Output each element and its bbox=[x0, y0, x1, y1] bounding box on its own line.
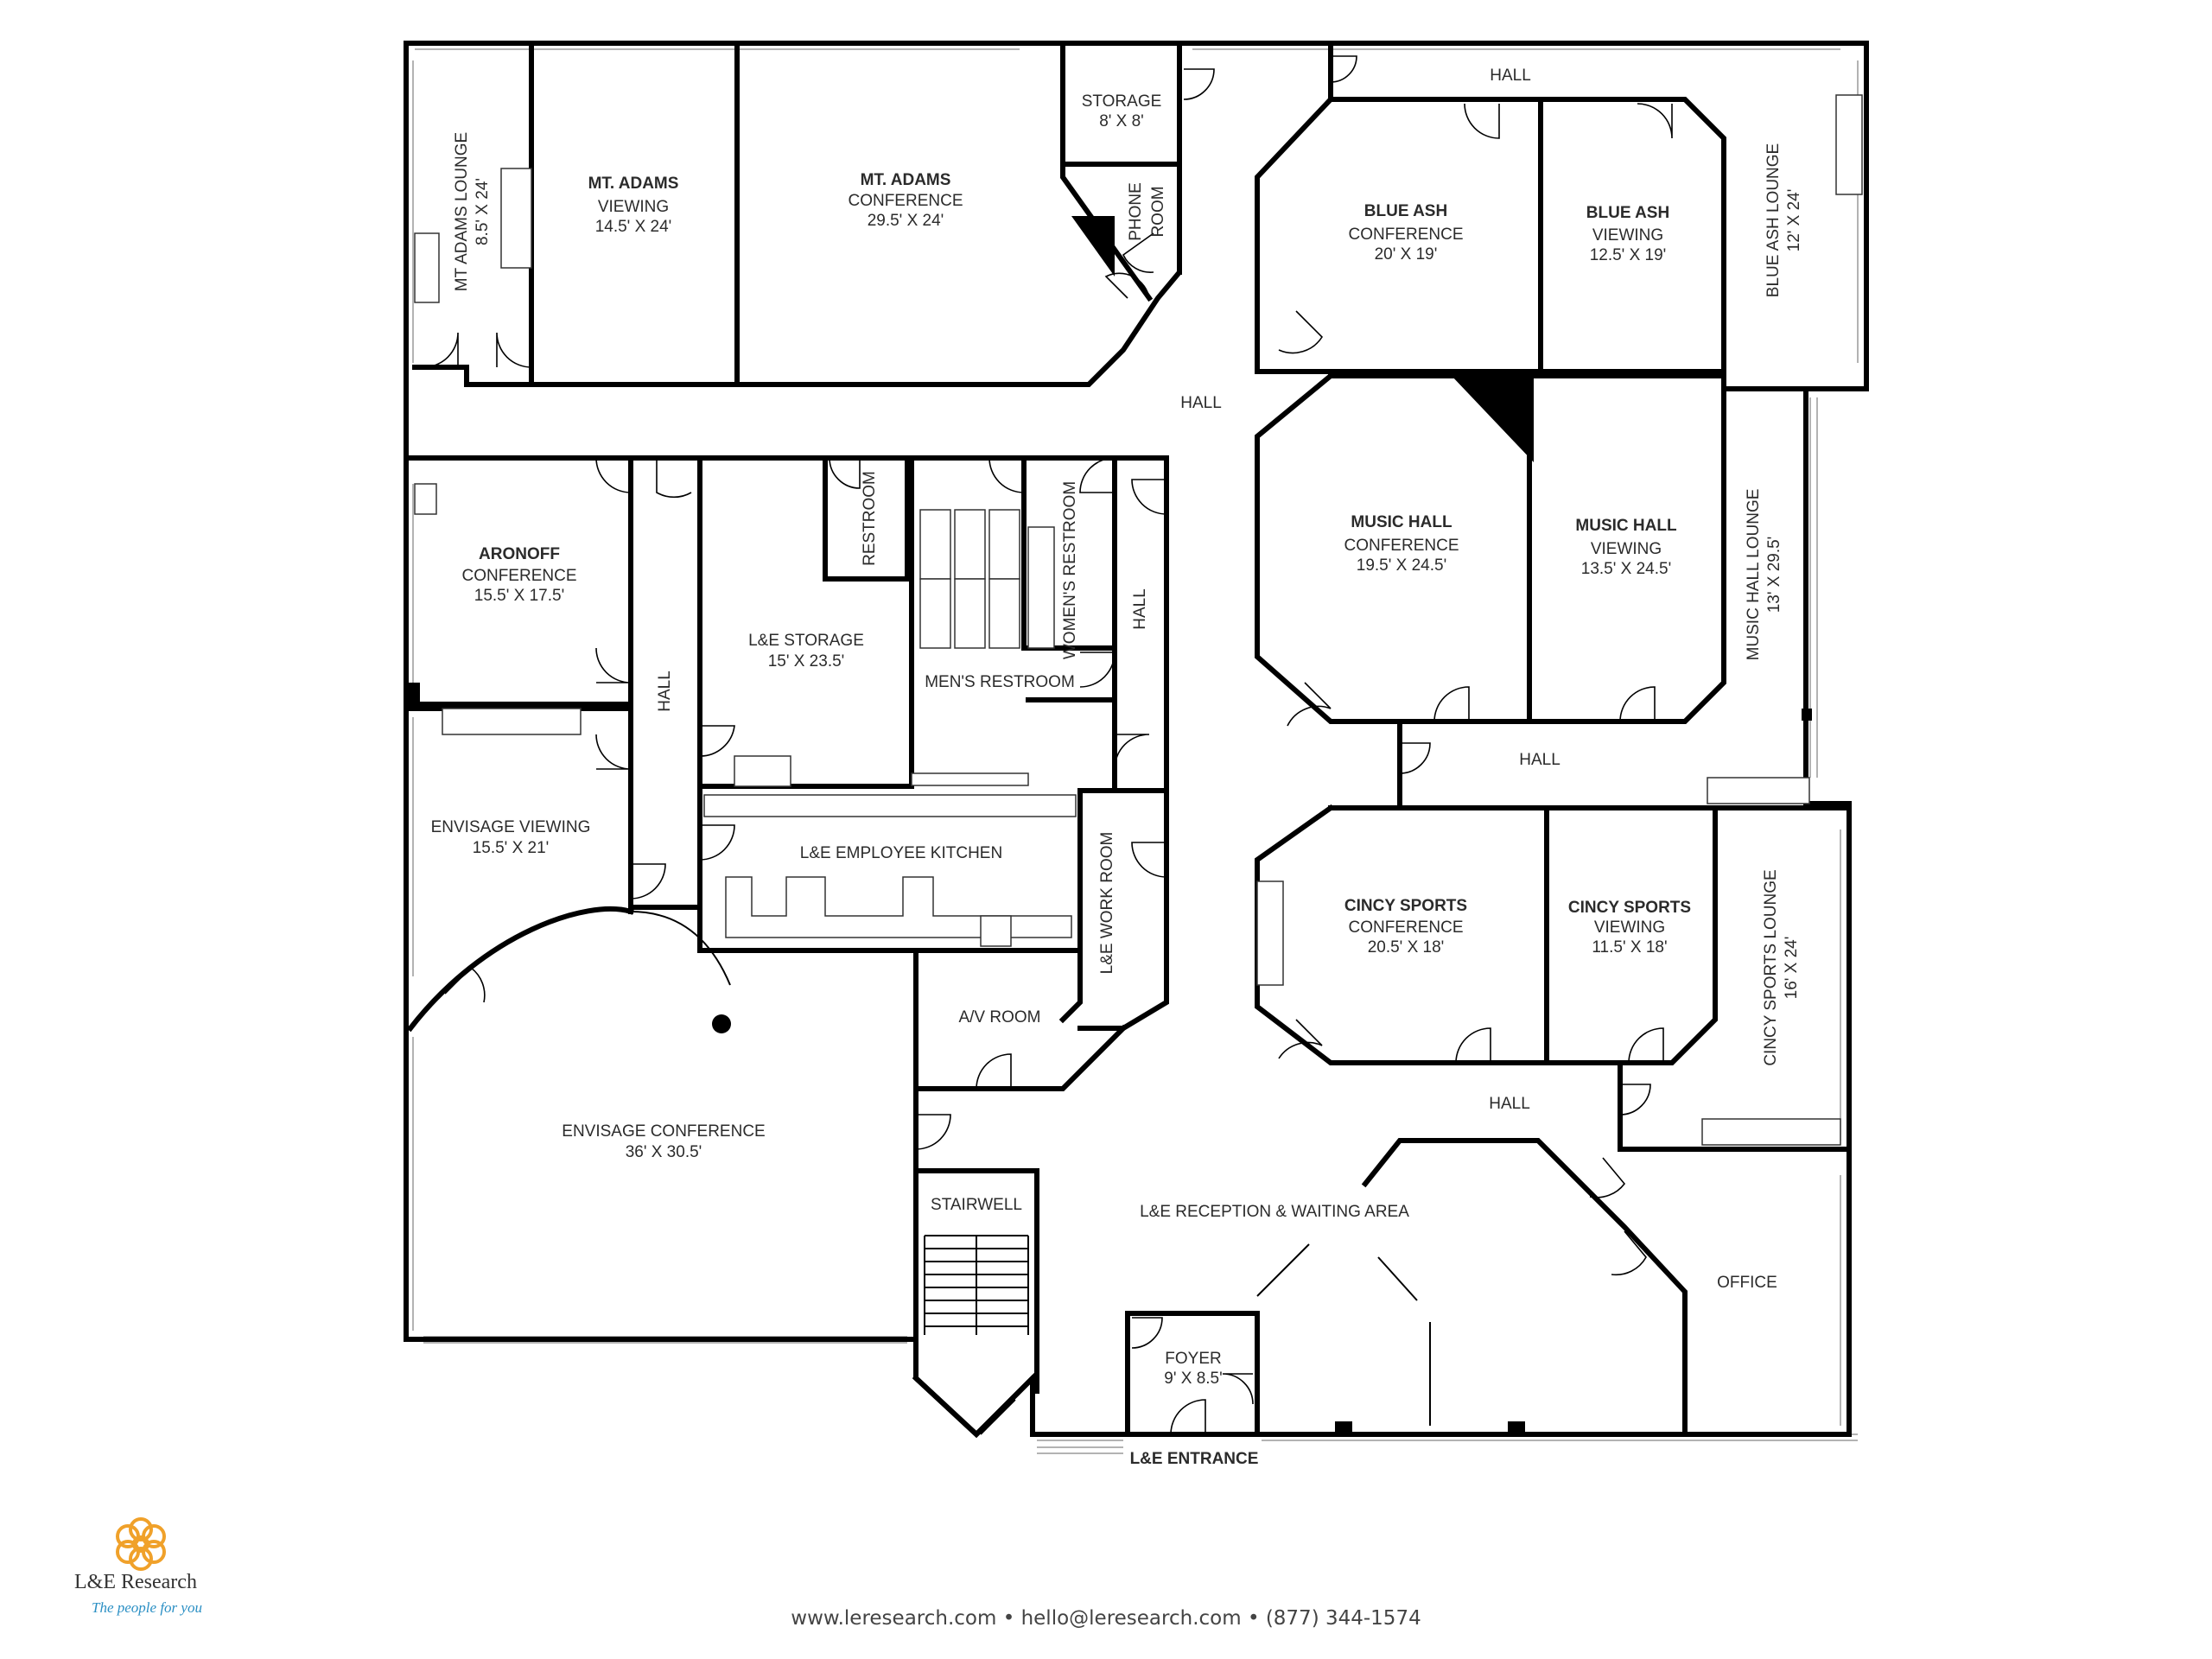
svg-text:CINCY SPORTS LOUNGE: CINCY SPORTS LOUNGE bbox=[1762, 869, 1780, 1065]
svg-text:MUSIC HALL LOUNGE: MUSIC HALL LOUNGE bbox=[1745, 489, 1763, 661]
svg-text:CONFERENCE: CONFERENCE bbox=[461, 567, 576, 585]
logo-name: L&E Research bbox=[74, 1571, 197, 1593]
svg-text:ENVISAGE CONFERENCE: ENVISAGE CONFERENCE bbox=[562, 1122, 765, 1141]
label-blue-ash-viewing: BLUE ASH VIEWING 12.5' X 19' bbox=[1586, 204, 1669, 264]
svg-text:MT. ADAMS: MT. ADAMS bbox=[588, 175, 679, 193]
svg-text:MUSIC HALL: MUSIC HALL bbox=[1351, 513, 1452, 531]
svg-text:19.5' X 24.5': 19.5' X 24.5' bbox=[1357, 556, 1446, 575]
svg-text:VIEWING: VIEWING bbox=[1594, 918, 1665, 937]
label-envisage-conference: ENVISAGE CONFERENCE 36' X 30.5' bbox=[562, 1122, 765, 1161]
svg-text:VIEWING: VIEWING bbox=[1592, 226, 1663, 245]
label-music-hall-conference: MUSIC HALL CONFERENCE 19.5' X 24.5' bbox=[1344, 513, 1459, 575]
label-restroom: RESTROOM bbox=[861, 471, 879, 566]
label-stairwell: STAIRWELL bbox=[931, 1196, 1022, 1214]
svg-text:CONFERENCE: CONFERENCE bbox=[1348, 226, 1463, 244]
svg-text:VIEWING: VIEWING bbox=[598, 198, 669, 216]
svg-text:20' X 19': 20' X 19' bbox=[1375, 245, 1438, 264]
label-hall-mid: HALL bbox=[1180, 394, 1222, 412]
svg-text:12.5' X 19': 12.5' X 19' bbox=[1590, 246, 1667, 264]
label-hall-top: HALL bbox=[1490, 67, 1531, 85]
label-blue-ash-conference: BLUE ASH CONFERENCE 20' X 19' bbox=[1348, 202, 1463, 264]
label-aronoff: ARONOFF CONFERENCE 15.5' X 17.5' bbox=[461, 545, 576, 605]
room-labels: HALL MT ADAMS LOUNGE 8.5' X 24' MT. ADAM… bbox=[431, 67, 1803, 1468]
label-storage: STORAGE 8' X 8' bbox=[1082, 92, 1162, 130]
label-cincy-sports-viewing: CINCY SPORTS VIEWING 11.5' X 18' bbox=[1568, 899, 1691, 957]
svg-text:BLUE ASH: BLUE ASH bbox=[1364, 202, 1447, 220]
label-kitchen: L&E EMPLOYEE KITCHEN bbox=[800, 844, 1002, 862]
label-music-hall-viewing: MUSIC HALL VIEWING 13.5' X 24.5' bbox=[1575, 517, 1677, 578]
svg-text:36' X 30.5': 36' X 30.5' bbox=[626, 1143, 702, 1161]
svg-text:ARONOFF: ARONOFF bbox=[479, 545, 560, 563]
walls bbox=[404, 41, 1869, 1439]
label-av-room: A/V ROOM bbox=[958, 1008, 1040, 1027]
label-work-room: L&E WORK ROOM bbox=[1098, 832, 1116, 975]
svg-text:ROOM: ROOM bbox=[1149, 186, 1167, 237]
label-hall-vert-right: HALL bbox=[1131, 588, 1149, 630]
svg-text:MT. ADAMS: MT. ADAMS bbox=[861, 171, 951, 189]
logo-tagline: The people for you bbox=[92, 1599, 202, 1616]
label-foyer: FOYER 9' X 8.5' bbox=[1164, 1350, 1222, 1388]
svg-text:BLUE ASH: BLUE ASH bbox=[1586, 204, 1669, 222]
svg-text:20.5' X 18': 20.5' X 18' bbox=[1368, 938, 1445, 957]
label-mt-adams-viewing: MT. ADAMS VIEWING 14.5' X 24' bbox=[588, 175, 679, 236]
svg-text:PHONE: PHONE bbox=[1127, 182, 1145, 241]
svg-text:8.5' X 24': 8.5' X 24' bbox=[474, 178, 492, 245]
svg-text:CINCY SPORTS: CINCY SPORTS bbox=[1344, 897, 1467, 915]
label-entrance: L&E ENTRANCE bbox=[1130, 1450, 1259, 1468]
svg-text:CONFERENCE: CONFERENCE bbox=[848, 192, 963, 210]
fixtures bbox=[414, 94, 1863, 1335]
svg-text:MUSIC HALL: MUSIC HALL bbox=[1575, 517, 1677, 535]
label-phone-room: PHONE ROOM bbox=[1127, 182, 1167, 241]
svg-text:13' X 29.5': 13' X 29.5' bbox=[1765, 537, 1783, 613]
footer-contact: www.leresearch.com • hello@leresearch.co… bbox=[791, 1607, 1421, 1630]
svg-text:BLUE ASH LOUNGE: BLUE ASH LOUNGE bbox=[1764, 143, 1783, 297]
svg-text:FOYER: FOYER bbox=[1165, 1350, 1221, 1368]
stairs bbox=[924, 1235, 1029, 1335]
svg-text:ENVISAGE VIEWING: ENVISAGE VIEWING bbox=[431, 818, 591, 836]
doors bbox=[423, 55, 1673, 1435]
label-blue-ash-lounge: BLUE ASH LOUNGE 12' X 24' bbox=[1764, 143, 1803, 297]
svg-text:12' X 24': 12' X 24' bbox=[1785, 189, 1803, 252]
svg-text:9' X 8.5': 9' X 8.5' bbox=[1164, 1370, 1222, 1388]
svg-text:11.5' X 18': 11.5' X 18' bbox=[1592, 938, 1667, 957]
svg-text:8' X 8': 8' X 8' bbox=[1099, 112, 1144, 130]
svg-text:13.5' X 24.5': 13.5' X 24.5' bbox=[1581, 560, 1671, 578]
label-hall-right: HALL bbox=[1519, 751, 1560, 769]
svg-text:MT ADAMS LOUNGE: MT ADAMS LOUNGE bbox=[453, 132, 471, 291]
svg-text:VIEWING: VIEWING bbox=[1591, 540, 1662, 558]
flower-logo-icon bbox=[116, 1517, 166, 1571]
label-reception: L&E RECEPTION & WAITING AREA bbox=[1140, 1203, 1409, 1221]
label-envisage-viewing: ENVISAGE VIEWING 15.5' X 21' bbox=[431, 818, 591, 857]
label-hall-lower: HALL bbox=[1489, 1095, 1530, 1113]
label-womens-restroom: WOMEN'S RESTROOM bbox=[1061, 481, 1079, 659]
label-mt-adams-conference: MT. ADAMS CONFERENCE 29.5' X 24' bbox=[848, 171, 963, 230]
label-hall-vert-left: HALL bbox=[656, 671, 674, 712]
svg-text:CINCY SPORTS: CINCY SPORTS bbox=[1568, 899, 1691, 917]
svg-text:STORAGE: STORAGE bbox=[1082, 92, 1162, 111]
structural-columns bbox=[408, 216, 1812, 1434]
svg-text:15' X 23.5': 15' X 23.5' bbox=[768, 652, 845, 671]
svg-text:14.5' X 24': 14.5' X 24' bbox=[595, 218, 672, 236]
label-music-hall-lounge: MUSIC HALL LOUNGE 13' X 29.5' bbox=[1745, 489, 1783, 661]
svg-text:16' X 24': 16' X 24' bbox=[1783, 937, 1801, 1000]
label-cincy-sports-conference: CINCY SPORTS CONFERENCE 20.5' X 18' bbox=[1344, 897, 1467, 957]
svg-text:CONFERENCE: CONFERENCE bbox=[1344, 537, 1459, 555]
label-mens-restroom: MEN'S RESTROOM bbox=[925, 673, 1075, 691]
label-office: OFFICE bbox=[1717, 1274, 1777, 1292]
svg-text:29.5' X 24': 29.5' X 24' bbox=[868, 212, 944, 230]
label-cincy-sports-lounge: CINCY SPORTS LOUNGE 16' X 24' bbox=[1762, 869, 1801, 1065]
svg-text:CONFERENCE: CONFERENCE bbox=[1348, 918, 1463, 937]
svg-text:15.5' X 21': 15.5' X 21' bbox=[473, 839, 550, 857]
restroom-stalls bbox=[919, 509, 1055, 649]
svg-text:L&E STORAGE: L&E STORAGE bbox=[748, 632, 864, 650]
svg-text:15.5' X 17.5': 15.5' X 17.5' bbox=[474, 587, 564, 605]
label-mt-adams-lounge: MT ADAMS LOUNGE 8.5' X 24' bbox=[453, 132, 492, 291]
label-le-storage: L&E STORAGE 15' X 23.5' bbox=[748, 632, 864, 671]
